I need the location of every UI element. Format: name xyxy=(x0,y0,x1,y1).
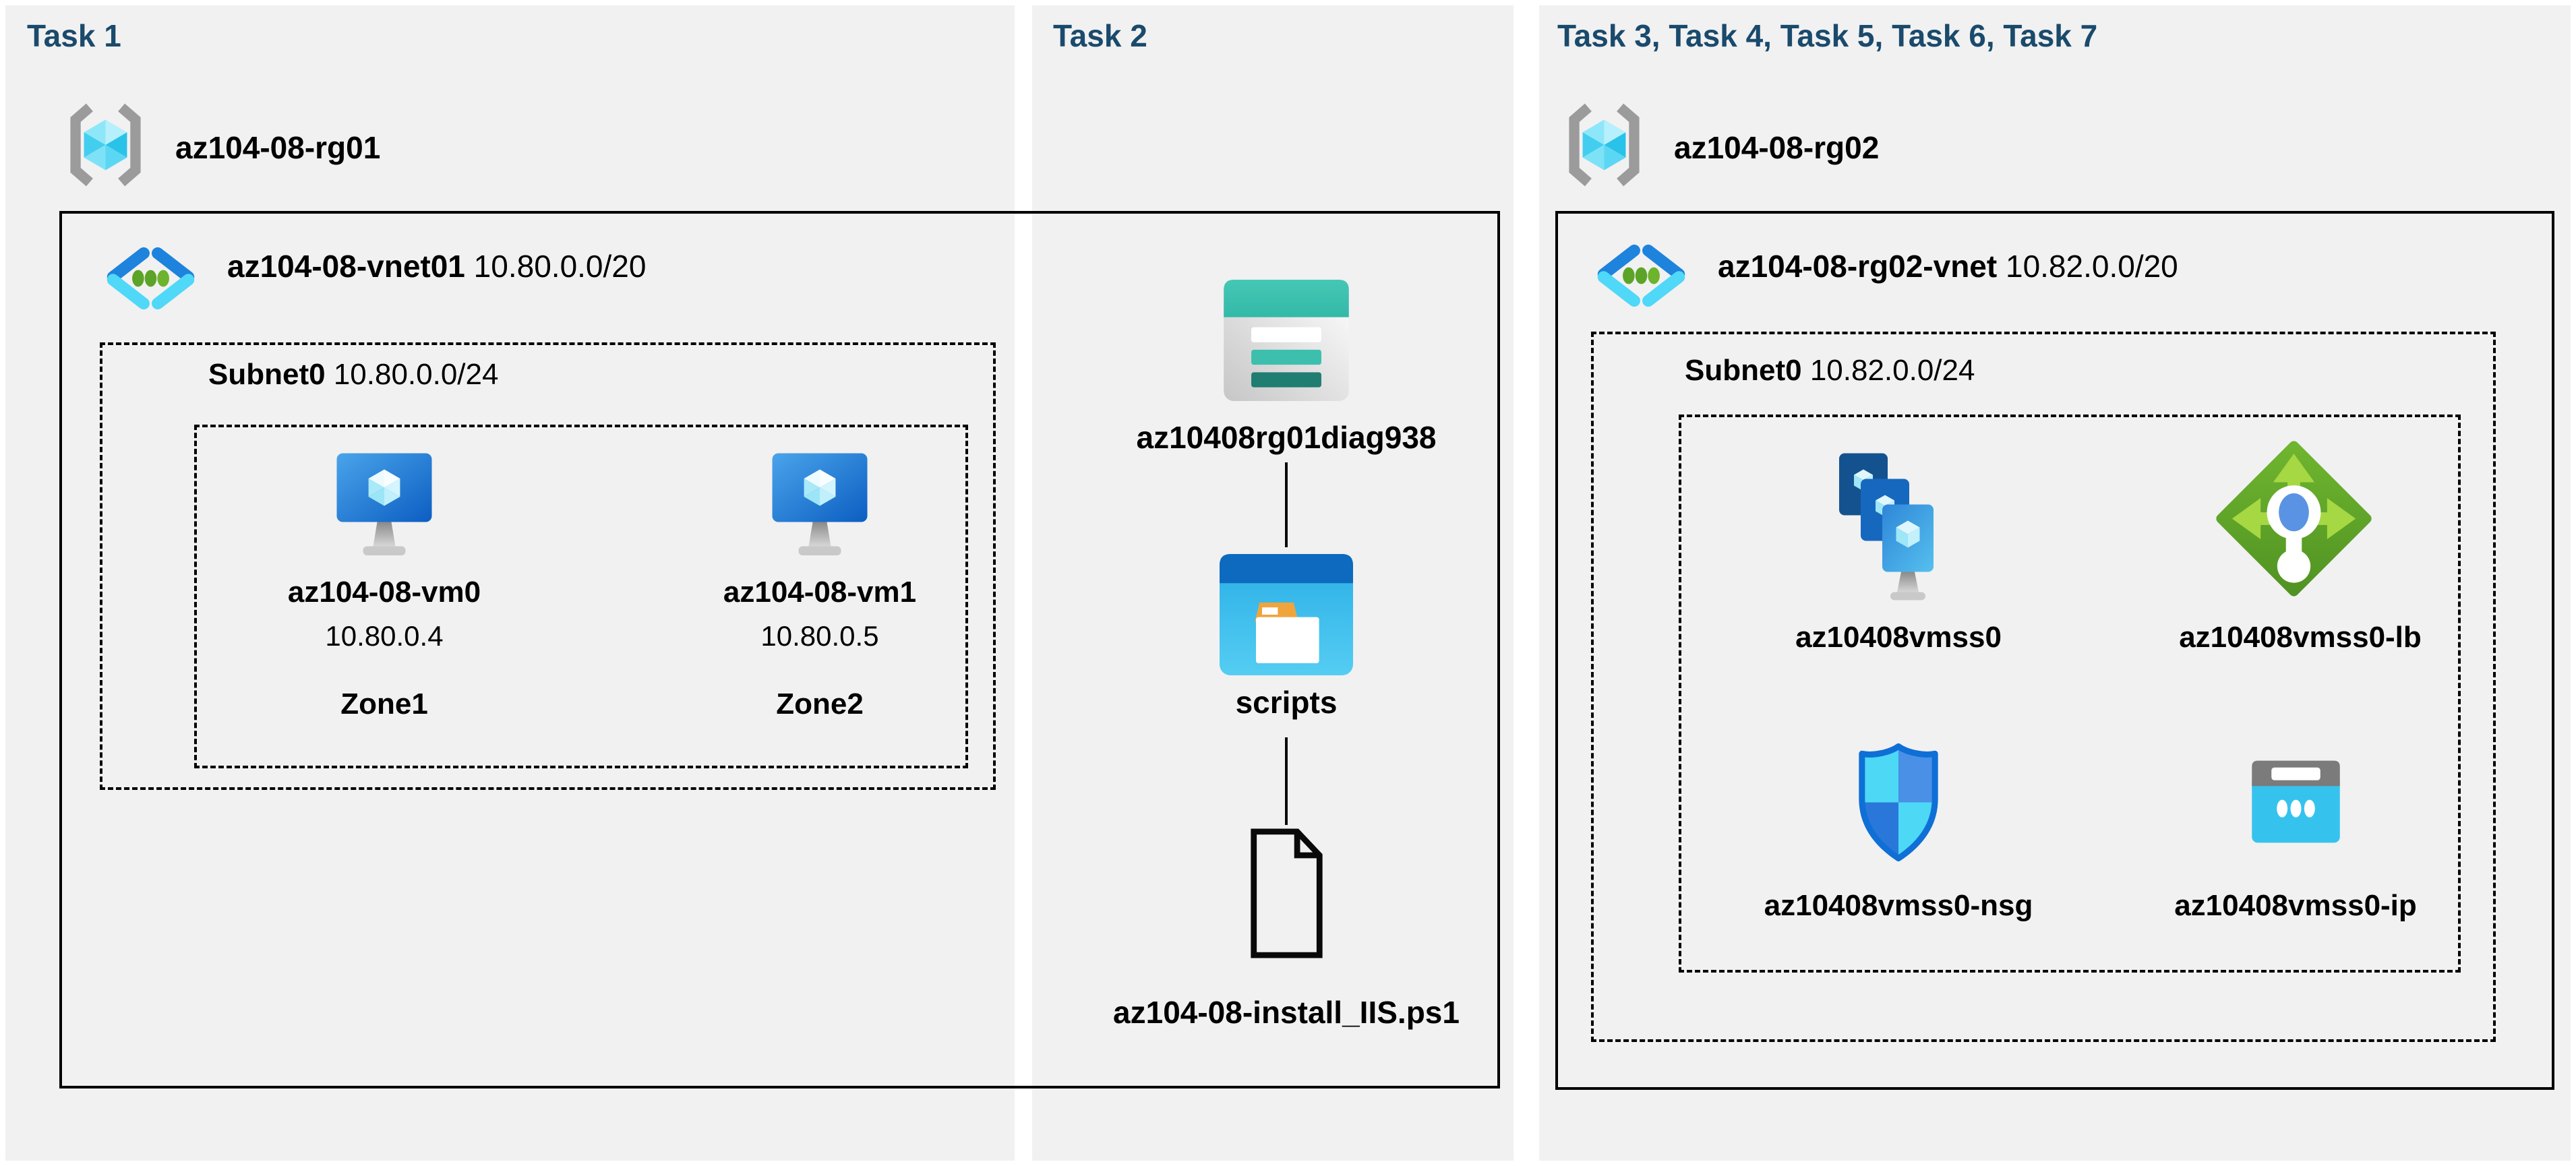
nsg-label: az10408vmss0-nsg xyxy=(1764,889,2033,922)
vmss-resources-box xyxy=(1679,415,2461,973)
virtual-network-icon xyxy=(1592,241,1690,311)
virtual-machine-icon xyxy=(334,450,435,561)
subnet1-label: Subnet0 10.80.0.0/24 xyxy=(208,358,498,392)
public-ip-label: az10408vmss0-ip xyxy=(2174,889,2417,922)
vm0-ip: 10.80.0.4 xyxy=(325,620,444,652)
virtual-network-icon xyxy=(102,243,200,313)
lb-label: az10408vmss0-lb xyxy=(2179,621,2422,654)
vnet1-cidr: 10.80.0.0/20 xyxy=(473,249,647,284)
connector-line xyxy=(1285,462,1288,547)
public-ip-icon xyxy=(2247,756,2345,847)
connector-line xyxy=(1285,737,1288,825)
resource-group-icon xyxy=(63,99,148,191)
vnet1-name: az104-08-vnet01 xyxy=(227,249,465,284)
subnet2-name: Subnet0 xyxy=(1685,354,1802,387)
subnet2-cidr: 10.82.0.0/24 xyxy=(1809,354,1975,387)
storage-account-label: az10408rg01diag938 xyxy=(1136,420,1437,455)
vm1-ip: 10.80.0.5 xyxy=(760,620,879,652)
resource-group-icon xyxy=(1562,99,1646,191)
rg2-label: az104-08-rg02 xyxy=(1674,130,1880,165)
task2-title: Task 2 xyxy=(1053,18,1147,53)
blob-container-icon xyxy=(1219,554,1354,675)
task1-title: Task 1 xyxy=(27,18,121,53)
subnet1-name: Subnet0 xyxy=(208,358,326,391)
subnet2-label: Subnet0 10.82.0.0/24 xyxy=(1685,354,1975,388)
task3-panel xyxy=(1539,5,2571,1161)
vm0-name: az104-08-vm0 xyxy=(287,576,481,609)
vnet1-label: az104-08-vnet01 10.80.0.0/20 xyxy=(227,248,646,284)
subnet2-box xyxy=(1591,332,2496,1042)
vnet2-name: az104-08-rg02-vnet xyxy=(1718,249,1998,284)
container-label: scripts xyxy=(1235,685,1338,720)
storage-account-icon xyxy=(1224,280,1349,401)
vnet1-box xyxy=(59,211,1500,1088)
task1-panel xyxy=(5,5,1015,1161)
vm-scale-set-icon xyxy=(1831,453,1966,605)
network-security-group-icon xyxy=(1855,740,1942,865)
subnet1-box xyxy=(100,342,996,790)
vnet2-box xyxy=(1555,211,2554,1090)
vnet2-label: az104-08-rg02-vnet 10.82.0.0/20 xyxy=(1718,248,2178,284)
zones-box xyxy=(194,425,968,768)
vm0-zone: Zone1 xyxy=(340,687,428,720)
load-balancer-icon xyxy=(2215,439,2373,598)
rg1-label: az104-08-rg01 xyxy=(175,130,381,165)
vmss-label: az10408vmss0 xyxy=(1795,621,2002,654)
vnet2-cidr: 10.82.0.0/20 xyxy=(2005,249,2178,284)
file-icon xyxy=(1245,828,1329,959)
virtual-machine-icon xyxy=(769,450,870,561)
vm1-zone: Zone2 xyxy=(776,687,864,720)
vm1-name: az104-08-vm1 xyxy=(723,576,917,609)
file-label: az104-08-install_IIS.ps1 xyxy=(1113,995,1460,1030)
task3-title: Task 3, Task 4, Task 5, Task 6, Task 7 xyxy=(1557,18,2098,53)
subnet1-cidr: 10.80.0.0/24 xyxy=(333,358,499,391)
